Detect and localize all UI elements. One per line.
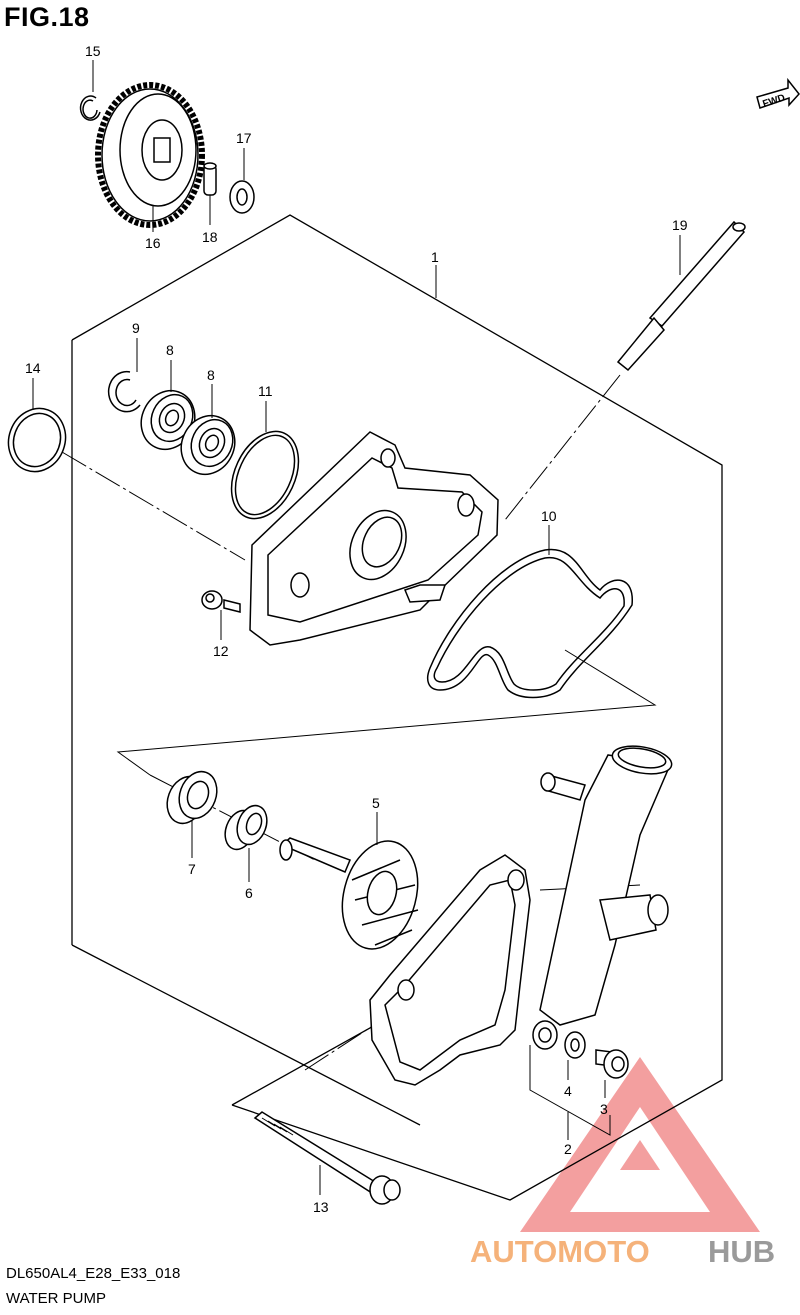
- fwd-arrow-icon: FWD: [756, 77, 800, 110]
- part-label-7: 7: [188, 861, 196, 877]
- watermark-text-2: HUB: [708, 1234, 775, 1269]
- drain-bolt-3-icon: [595, 1049, 629, 1079]
- gasket-10-icon: [427, 548, 633, 699]
- part-label-15: 15: [85, 43, 101, 59]
- assembly-frame-outline: [71, 214, 723, 1201]
- circlip-15-icon: [79, 95, 101, 121]
- part-label-11: 11: [258, 383, 273, 399]
- part-label-1: 1: [431, 249, 439, 265]
- o-ring-11-icon: [230, 430, 300, 520]
- part-label-19: 19: [672, 217, 688, 233]
- figure-title: FIG.18: [4, 2, 90, 32]
- bolt-12-icon: [201, 590, 241, 613]
- oil-seal-7-icon: [166, 770, 218, 825]
- part-label-9: 9: [132, 320, 140, 336]
- hose-19-icon: [616, 220, 746, 372]
- figure-code: DL650AL4_E28_E33_018: [6, 1265, 181, 1282]
- mechanical-seal-6-icon: [224, 804, 268, 851]
- washer-4-icon: [564, 1031, 586, 1059]
- pump-body-icon: [369, 745, 673, 1086]
- circlip-9-icon: [107, 370, 141, 413]
- part-label-13: 13: [313, 1199, 329, 1215]
- part-label-10: 10: [541, 508, 557, 524]
- watermark-triangle-logo: [520, 1057, 760, 1232]
- watermark-text-1: AUTOMOTO: [470, 1234, 650, 1269]
- impeller-5-icon: [279, 837, 419, 950]
- pump-gear-16-icon: [95, 82, 205, 228]
- o-ring-14-icon: [7, 407, 67, 473]
- watermark-brand: AUTOMOTO HUB: [470, 1234, 775, 1269]
- part-label-14: 14: [25, 360, 41, 376]
- long-bolt-13-icon: [253, 1111, 401, 1205]
- part-label-2: 2: [564, 1141, 572, 1157]
- part-label-5: 5: [372, 795, 380, 811]
- part-label-8a: 8: [166, 342, 174, 358]
- pin-18-icon: [203, 162, 217, 196]
- bearing-8a-icon: [140, 389, 196, 451]
- washer-17-icon: [229, 180, 255, 214]
- label-lines: [32, 60, 681, 1195]
- part-label-4: 4: [564, 1083, 572, 1099]
- wedge-lines: [116, 649, 657, 1136]
- part-number-labels: 15 16 17 18 1 19 14 9 8 8 11 10 12 5 7 6…: [25, 43, 688, 1215]
- part-label-17: 17: [236, 130, 252, 146]
- part-label-16: 16: [145, 235, 161, 251]
- part-label-6: 6: [245, 885, 253, 901]
- part-label-12: 12: [213, 643, 229, 659]
- part-label-3: 3: [600, 1101, 608, 1117]
- part-label-8b: 8: [207, 367, 215, 383]
- bearing-8b-icon: [180, 414, 236, 476]
- part-label-18: 18: [202, 229, 218, 245]
- pump-cover-plate-icon: [249, 431, 499, 646]
- figure-name: WATER PUMP: [6, 1290, 106, 1307]
